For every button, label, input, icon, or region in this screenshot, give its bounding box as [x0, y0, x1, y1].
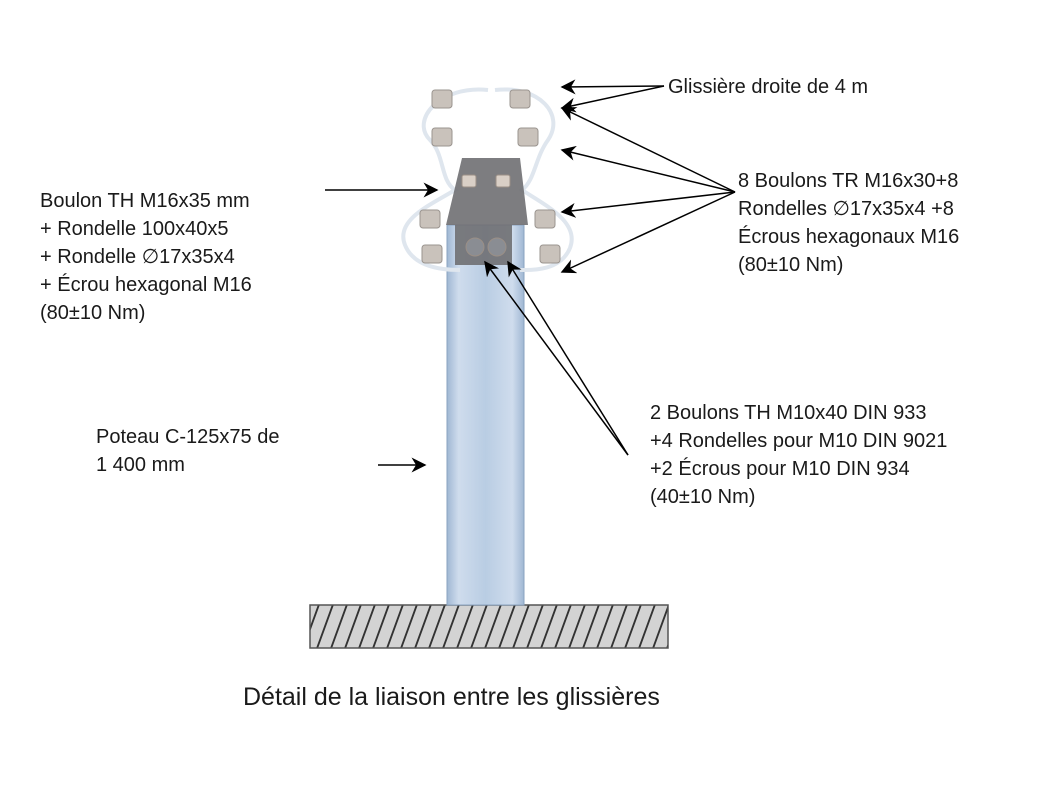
- label-line: Rondelles ∅17x35x4 +8: [738, 198, 954, 220]
- label-line: (80±10 Nm): [40, 302, 145, 324]
- label-rail: Glissière droite de 4 m: [668, 76, 868, 98]
- label-line: + Rondelle ∅17x35x4: [40, 246, 235, 268]
- label-center-bolt: Boulon TH M16x35 mm + Rondelle 100x40x5 …: [40, 190, 252, 324]
- label-line: +2 Écrous pour M10 DIN 934: [650, 457, 910, 480]
- label-rail-bolts: 8 Boulons TR M16x30+8 Rondelles ∅17x35x4…: [738, 170, 959, 276]
- label-line: 8 Boulons TR M16x30+8: [738, 170, 958, 192]
- label-post-bolts: 2 Boulons TH M10x40 DIN 933 +4 Rondelles…: [650, 402, 947, 508]
- rail-bolts: [419, 89, 561, 264]
- label-line: (40±10 Nm): [650, 486, 755, 508]
- leader-lines: [325, 79, 736, 473]
- ground-slab: [309, 604, 669, 649]
- label-line: + Écrou hexagonal M16: [40, 273, 252, 296]
- post: [446, 224, 525, 606]
- label-line: Poteau C-125x75 de: [96, 426, 279, 448]
- plate-bolts: [461, 174, 511, 257]
- label-line: Boulon TH M16x35 mm: [40, 190, 250, 212]
- caption: Détail de la liaison entre les glissière…: [243, 683, 660, 711]
- label-post: Poteau C-125x75 de 1 400 mm: [96, 426, 279, 476]
- label-line: Écrous hexagonaux M16: [738, 225, 959, 248]
- label-line: 2 Boulons TH M10x40 DIN 933: [650, 402, 926, 424]
- label-line: + Rondelle 100x40x5: [40, 218, 228, 240]
- label-line: (80±10 Nm): [738, 254, 843, 276]
- label-line: +4 Rondelles pour M10 DIN 9021: [650, 430, 947, 452]
- label-line: 1 400 mm: [96, 454, 185, 476]
